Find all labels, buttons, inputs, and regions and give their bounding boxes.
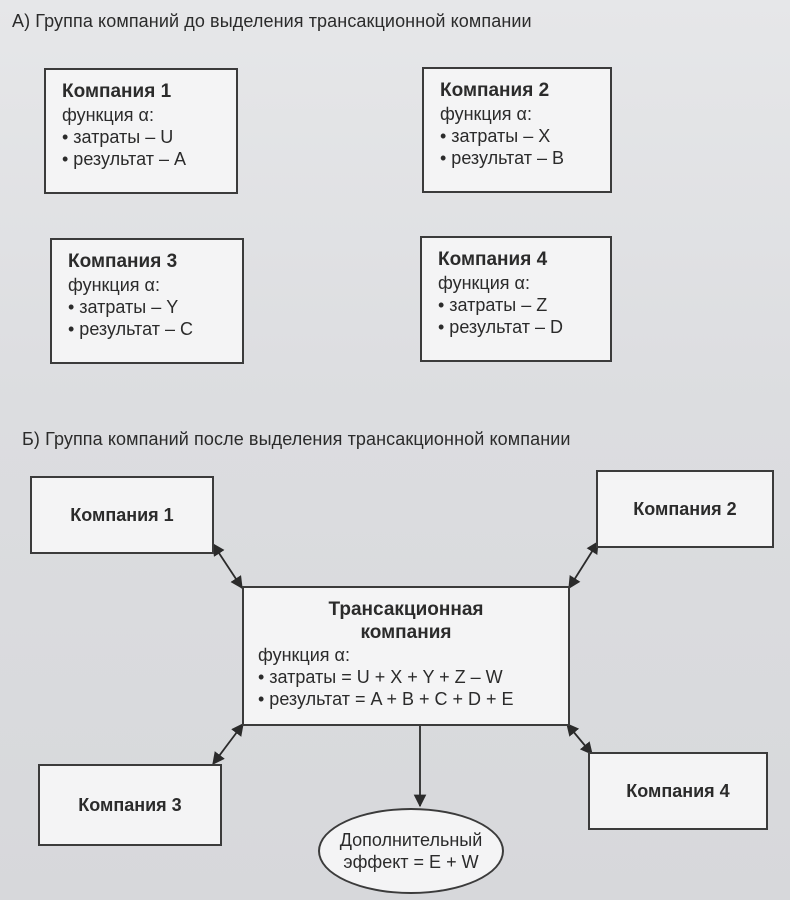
arrow-company-1 (212, 542, 243, 590)
b-company-4-name: Компания 4 (626, 781, 730, 801)
arrow-company-3 (212, 722, 244, 766)
a-company-2-name: Компания 2 (440, 80, 550, 101)
b-company-1-name: Компания 1 (70, 505, 174, 525)
a-company-3-function: функция α: (68, 275, 160, 295)
a-company-2-cost: • затраты – X (440, 126, 551, 146)
transaction-company-box: Трансакционная компания функция α: • зат… (242, 586, 570, 726)
transaction-company-result: • результат = A + B + C + D + E (258, 689, 514, 709)
a-company-4-result: • результат – D (438, 317, 563, 337)
a-company-3-cost: • затраты – Y (68, 297, 179, 317)
a-company-3-name: Компания 3 (68, 251, 178, 272)
transaction-company-function: функция α: (258, 645, 350, 665)
additional-effect-line1: Дополнительный (339, 830, 483, 850)
a-company-2-box: Компания 2 функция α: • затраты – X • ре… (422, 67, 612, 193)
a-company-4-name: Компания 4 (438, 249, 548, 270)
a-company-1-name: Компания 1 (62, 81, 172, 102)
a-company-2-function: функция α: (440, 104, 532, 124)
arrow-company-4 (566, 723, 593, 755)
a-company-2-result: • результат – B (440, 148, 564, 168)
a-company-1-result: • результат – A (62, 149, 186, 169)
a-company-4-cost: • затраты – Z (438, 295, 548, 315)
section-b-title: Б) Группа компаний после выделения транс… (22, 429, 571, 449)
b-company-2-name: Компания 2 (633, 499, 737, 519)
b-company-4-box: Компания 4 (588, 752, 768, 830)
a-company-4-box: Компания 4 функция α: • затраты – Z • ре… (420, 236, 612, 362)
a-company-1-box: Компания 1 функция α: • затраты – U • ре… (44, 68, 238, 194)
a-company-3-box: Компания 3 функция α: • затраты – Y • ре… (50, 238, 244, 364)
b-company-3-box: Компания 3 (38, 764, 222, 846)
a-company-4-function: функция α: (438, 273, 530, 293)
additional-effect-ellipse: Дополнительный эффект = E + W (318, 808, 504, 894)
transaction-company-cost: • затраты = U + X + Y + Z – W (258, 667, 503, 687)
arrow-company-2 (568, 540, 599, 590)
transaction-company-title-line2: компания (360, 622, 452, 643)
b-company-3-name: Компания 3 (78, 795, 182, 815)
a-company-1-cost: • затраты – U (62, 127, 174, 147)
transaction-company-title-line1: Трансакционная (328, 599, 484, 620)
b-company-1-box: Компания 1 (30, 476, 214, 554)
b-company-2-box: Компания 2 (596, 470, 774, 548)
a-company-3-result: • результат – C (68, 319, 193, 339)
additional-effect-line2: эффект = E + W (343, 852, 479, 872)
a-company-1-function: функция α: (62, 105, 154, 125)
section-a-title: А) Группа компаний до выделения трансакц… (12, 11, 532, 31)
